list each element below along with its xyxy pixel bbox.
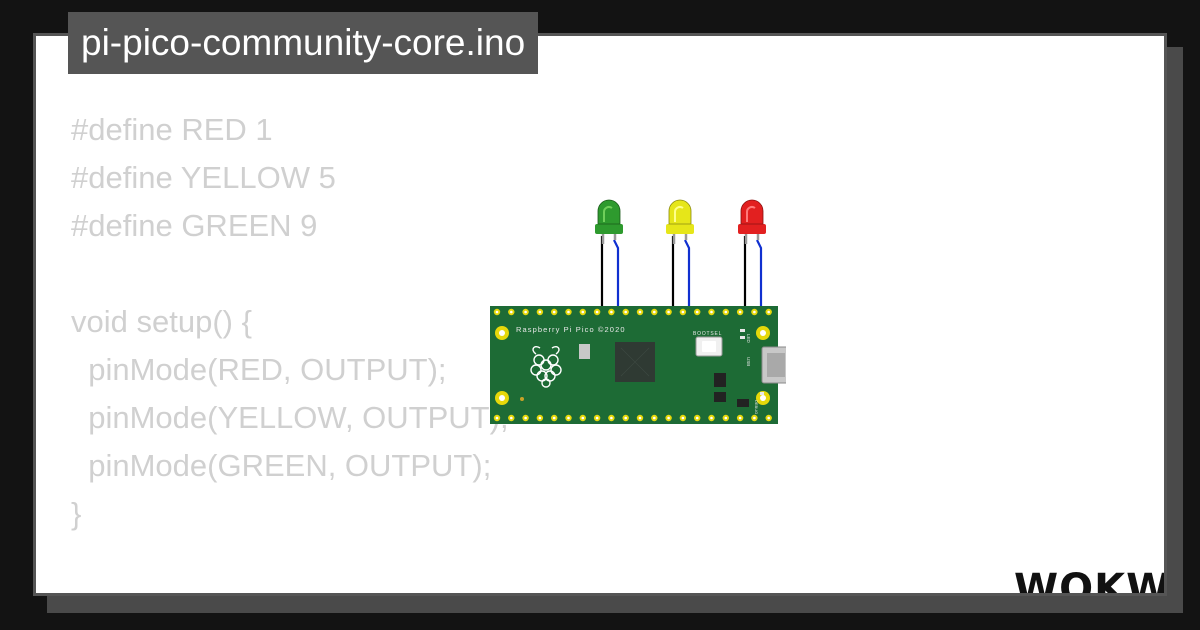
pin-hole — [495, 310, 499, 314]
wire-sig-green — [613, 239, 620, 311]
pin-hole — [767, 416, 770, 420]
code-preview: #define RED 1 #define YELLOW 5 #define GRE… — [71, 106, 509, 593]
led-yellow[interactable] — [666, 199, 694, 244]
ic-small — [714, 392, 726, 402]
code-line: pinMode(YELLOW, OUTPUT); — [71, 400, 509, 435]
pin-hole — [710, 310, 713, 314]
pico-board[interactable]: Raspberry Pi Pico ©2020 BOOTSEL LED USB … — [490, 306, 786, 424]
pin-hole — [595, 310, 599, 314]
led-red[interactable] — [738, 199, 766, 244]
pin-hole — [510, 310, 513, 314]
led-rim — [595, 224, 623, 234]
pin-hole — [667, 416, 670, 420]
pin-hole — [753, 310, 756, 314]
pin-header-top — [493, 308, 772, 316]
code-line: void loop() { — [71, 586, 509, 593]
pin-header-bottom — [493, 414, 772, 422]
pin-hole — [510, 416, 513, 420]
pin-hole — [653, 416, 656, 420]
pin-hole — [524, 416, 527, 420]
pin-hole — [538, 310, 542, 314]
board-silkscreen: Raspberry Pi Pico ©2020 — [516, 325, 626, 334]
pin-hole — [567, 310, 570, 314]
pin-hole — [524, 310, 527, 314]
pin-hole — [552, 416, 556, 420]
code-line: #define RED 1 — [71, 112, 273, 147]
pin-hole — [610, 416, 613, 420]
pin-hole — [610, 310, 613, 314]
wire-sig-red — [756, 239, 763, 311]
code-line: pinMode(GREEN, OUTPUT); — [71, 448, 492, 483]
led-shine — [674, 206, 684, 222]
pin-hole — [624, 310, 627, 314]
code-line — [71, 250, 509, 298]
led-rim — [666, 224, 694, 234]
pin-hole — [724, 310, 728, 314]
code-line: #define GREEN 9 — [71, 208, 318, 243]
led-label: LED — [746, 334, 751, 344]
raspberry-logo-icon — [530, 345, 562, 388]
pin-hole — [724, 416, 728, 420]
pin-hole — [552, 310, 556, 314]
pin-hole — [495, 416, 499, 420]
pin-hole — [695, 310, 699, 314]
regulator — [714, 373, 726, 387]
led-shine — [603, 206, 613, 222]
pin-hole — [581, 416, 585, 420]
bootsel-label: BOOTSEL — [693, 331, 722, 337]
pin-hole — [681, 416, 685, 420]
project-title: pi-pico-community-core.ino — [81, 22, 526, 63]
code-line — [71, 538, 509, 586]
pin-hole — [653, 310, 656, 314]
crystal — [579, 344, 590, 359]
circuit-diagram[interactable]: Raspberry Pi Pico ©2020 BOOTSEL LED USB … — [456, 156, 786, 436]
code-line: void setup() { — [71, 304, 252, 339]
pin-hole — [767, 310, 770, 314]
pin-hole — [595, 416, 599, 420]
pin-hole — [681, 310, 685, 314]
usb-label: USB — [746, 357, 751, 366]
pin-hole — [624, 416, 627, 420]
pin-hole — [638, 416, 642, 420]
ic-tiny — [737, 399, 749, 407]
pin-hole — [567, 416, 570, 420]
code-line: pinMode(RED, OUTPUT); — [71, 352, 447, 387]
code-line: } — [71, 496, 82, 531]
preview-card[interactable]: #define RED 1 #define YELLOW 5 #define GRE… — [33, 33, 1167, 596]
wokwi-logo[interactable]: WOKWI — [1014, 564, 1167, 596]
usb-port — [767, 353, 785, 377]
pin-hole — [738, 416, 742, 420]
pin-hole — [638, 310, 642, 314]
led-green[interactable] — [595, 199, 623, 244]
led-body — [740, 199, 764, 225]
debug-label: DEBUG — [754, 400, 759, 414]
led-body — [597, 199, 621, 225]
pin-hole — [667, 310, 670, 314]
code-line: #define YELLOW 5 — [71, 160, 336, 195]
pin-hole — [695, 416, 699, 420]
pin-hole — [710, 416, 713, 420]
led-shine — [746, 206, 756, 222]
wires — [600, 236, 763, 311]
wire-sig-yellow — [684, 239, 691, 311]
wokwi-logo-text: WOKWI — [1014, 566, 1167, 596]
pin-hole — [753, 416, 756, 420]
led-body — [668, 199, 692, 225]
project-title-tab[interactable]: pi-pico-community-core.ino — [68, 12, 539, 74]
led-rim — [738, 224, 766, 234]
pin-hole — [538, 416, 542, 420]
pin-hole — [738, 310, 742, 314]
pin-hole — [581, 310, 585, 314]
